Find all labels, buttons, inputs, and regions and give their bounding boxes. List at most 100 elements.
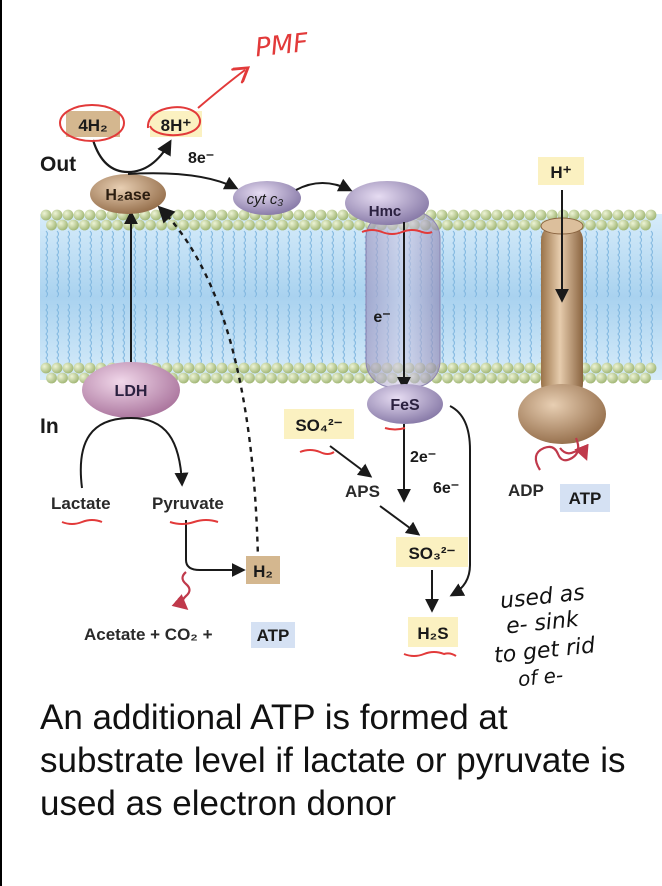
lipid-head bbox=[612, 362, 624, 374]
lipid-tail bbox=[650, 303, 654, 365]
lipid-head bbox=[469, 209, 481, 221]
lipid-head bbox=[475, 372, 486, 384]
lipid-head bbox=[585, 219, 596, 231]
acetate-atp-box bbox=[251, 622, 295, 648]
lipid-head bbox=[634, 209, 646, 221]
hmc-label: Hmc bbox=[369, 203, 402, 220]
lipid-tail bbox=[276, 303, 280, 365]
lipid-tail bbox=[232, 303, 236, 365]
lipid-head bbox=[51, 362, 63, 374]
lipid-head bbox=[612, 209, 624, 221]
lipid-tail bbox=[320, 303, 324, 365]
lipid-head bbox=[227, 362, 239, 374]
lipid-head bbox=[579, 209, 591, 221]
lipid-head bbox=[629, 372, 640, 384]
h2-label: H₂ bbox=[253, 562, 273, 581]
left-border bbox=[0, 0, 2, 886]
lipid-head bbox=[464, 372, 475, 384]
h2-diffusion-dashed-arrow bbox=[157, 205, 260, 561]
lipid-tail bbox=[309, 303, 313, 365]
lipid-head bbox=[134, 219, 145, 231]
lipid-head bbox=[618, 219, 629, 231]
atp-wavy-tail bbox=[559, 443, 589, 461]
lipid-tail bbox=[221, 230, 225, 298]
lipid-tail bbox=[265, 303, 269, 365]
adp-label: ADP bbox=[508, 481, 544, 500]
lipid-head bbox=[326, 362, 338, 374]
lipid-head bbox=[172, 362, 184, 374]
lipid-head bbox=[634, 362, 646, 374]
lipid-tail bbox=[331, 303, 335, 365]
lipid-head bbox=[211, 372, 222, 384]
eight-h-label: 8H⁺ bbox=[161, 116, 192, 135]
lipid-head bbox=[288, 372, 299, 384]
lipid-head bbox=[447, 362, 459, 374]
h2s-label: H₂S bbox=[417, 624, 448, 643]
synthase-atp-box bbox=[560, 484, 610, 512]
lipid-head bbox=[348, 362, 360, 374]
lipid-head bbox=[266, 219, 277, 231]
lipid-head bbox=[189, 219, 200, 231]
lipid-tail bbox=[639, 230, 643, 298]
lipid-tail bbox=[628, 303, 632, 365]
lipid-head bbox=[343, 372, 354, 384]
pmf-annotation: PMF bbox=[254, 28, 311, 63]
lipid-tail bbox=[56, 230, 60, 298]
lipid-head bbox=[315, 362, 327, 374]
lipid-head bbox=[337, 362, 349, 374]
lipid-head bbox=[513, 362, 525, 374]
lipid-head bbox=[491, 362, 503, 374]
in-label: In bbox=[40, 415, 59, 438]
lipid-tail bbox=[199, 303, 203, 365]
lipid-tail bbox=[265, 230, 269, 298]
lipid-head bbox=[502, 209, 514, 221]
lipid-tail bbox=[100, 230, 104, 298]
lactate-pyruvate-arrow bbox=[79, 416, 189, 489]
lipid-head bbox=[200, 372, 211, 384]
lipid-head bbox=[607, 219, 618, 231]
lipid-head bbox=[222, 372, 233, 384]
substrate-atp-wavy-arrow bbox=[171, 571, 191, 611]
lipid-head bbox=[244, 219, 255, 231]
lipid-head bbox=[244, 372, 255, 384]
lipid-head bbox=[590, 362, 602, 374]
lipid-head bbox=[271, 362, 283, 374]
lipid-tail bbox=[67, 303, 71, 365]
cyt-c3-label: cyt c₃ bbox=[247, 191, 284, 208]
lipid-tail bbox=[232, 230, 236, 298]
lipid-head bbox=[299, 372, 310, 384]
lipid-head bbox=[629, 219, 640, 231]
lipid-head bbox=[519, 372, 530, 384]
lipid-tail bbox=[89, 230, 93, 298]
lipid-head bbox=[183, 362, 195, 374]
lipid-tail bbox=[45, 303, 49, 365]
lipid-head bbox=[464, 219, 475, 231]
electron-to-cyt-arrow bbox=[127, 172, 239, 190]
lipid-head bbox=[354, 219, 365, 231]
lipid-head bbox=[530, 372, 541, 384]
so4-label: SO₄²⁻ bbox=[295, 416, 342, 435]
lipid-head bbox=[480, 362, 492, 374]
lipid-head bbox=[266, 372, 277, 384]
lipid-head bbox=[519, 219, 530, 231]
lipid-head bbox=[524, 209, 536, 221]
lipid-head bbox=[123, 219, 134, 231]
lipid-tail bbox=[188, 230, 192, 298]
lipid-head bbox=[535, 209, 547, 221]
lipid-head bbox=[607, 372, 618, 384]
lipid-tail bbox=[111, 303, 115, 365]
lipid-head bbox=[475, 219, 486, 231]
lipid-tail bbox=[243, 230, 247, 298]
lipid-tail bbox=[485, 303, 489, 365]
lipid-head bbox=[288, 219, 299, 231]
lipid-head bbox=[497, 372, 508, 384]
lipid-head bbox=[640, 219, 651, 231]
lipid-tail bbox=[177, 303, 181, 365]
lipid-tail bbox=[474, 230, 478, 298]
lipid-tail bbox=[441, 303, 445, 365]
lipid-head bbox=[596, 219, 607, 231]
synthase-atp-label: ATP bbox=[569, 489, 602, 508]
lactate-label: Lactate bbox=[51, 494, 111, 513]
h2-oxidation-arrow bbox=[91, 139, 172, 174]
lipid-head bbox=[156, 219, 167, 231]
